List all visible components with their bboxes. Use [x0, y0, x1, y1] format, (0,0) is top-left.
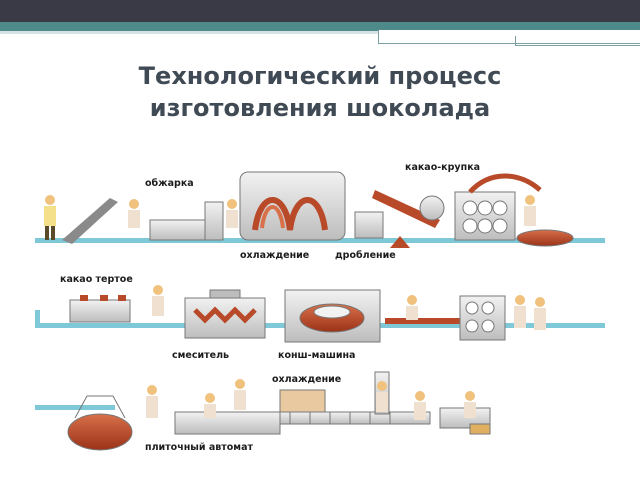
worker-icon: [376, 381, 426, 420]
worker-icon: [152, 285, 164, 316]
top-bar: [0, 0, 640, 22]
label-cooling-2: охлаждение: [272, 374, 341, 385]
accent-line: [0, 31, 640, 34]
worker-icon: [406, 295, 418, 320]
worker-icon: [464, 391, 476, 418]
liquor-tanks: [69, 299, 131, 323]
label-roasting: обжарка: [145, 178, 194, 189]
label-cocoa-liquor: какао тертое: [60, 274, 133, 285]
cooler: [239, 171, 346, 241]
roller-mill: [454, 191, 516, 241]
label-crushing: дробление: [335, 250, 396, 261]
worker-icon: [514, 295, 546, 330]
liquor-tank: [516, 229, 574, 247]
roaster-tower: [204, 201, 224, 241]
roller-refiner: [459, 295, 506, 341]
title-line-1: Технологический процесс: [138, 62, 502, 90]
accent-stripe: [0, 22, 640, 31]
label-tablet-machine: плиточный автомат: [145, 442, 253, 453]
worker-icon: [226, 199, 238, 228]
nib-conveyor: [372, 190, 440, 228]
worker-icon: [524, 195, 536, 226]
pipe-row-3: [35, 405, 115, 410]
row-3: охлаждение плиточный автомат: [35, 371, 491, 453]
decorative-tab: [378, 30, 640, 44]
roaster: [149, 219, 206, 241]
worker-icon: [44, 195, 56, 240]
inclined-conveyor: [62, 198, 118, 244]
label-cocoa-nibs: какао-крупка: [405, 162, 480, 173]
worker-icon: [204, 379, 246, 418]
crusher: [354, 211, 384, 239]
slide-title: Технологический процесс изготовления шок…: [0, 60, 640, 124]
worker-icon: [146, 385, 158, 418]
label-mixer: смеситель: [172, 350, 229, 361]
title-line-2: изготовления шоколада: [149, 94, 491, 122]
tablet-machine: [174, 411, 281, 435]
label-cooling-1: охлаждение: [240, 250, 309, 261]
decorative-tab-inner: [515, 36, 640, 46]
worker-icon: [128, 199, 140, 228]
row-1: обжарка какао-крупка охлаждение дроблени…: [35, 162, 605, 261]
chocolate-process-diagram: обжарка какао-крупка охлаждение дроблени…: [35, 162, 605, 453]
row-2: какао тертое смеситель конш-машина: [35, 274, 605, 361]
tempering-kettle: [67, 413, 133, 451]
label-conche: конш-машина: [278, 350, 355, 361]
